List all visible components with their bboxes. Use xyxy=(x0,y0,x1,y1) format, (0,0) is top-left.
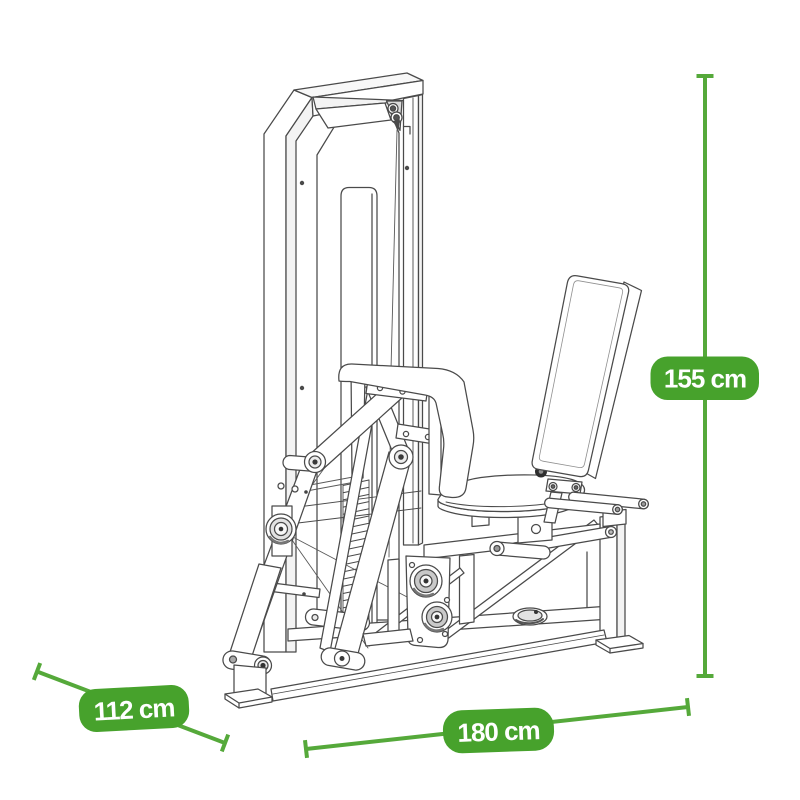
svg-text:112 cm: 112 cm xyxy=(93,692,175,726)
svg-text:180 cm: 180 cm xyxy=(457,715,540,748)
svg-text:155 cm: 155 cm xyxy=(664,364,746,394)
